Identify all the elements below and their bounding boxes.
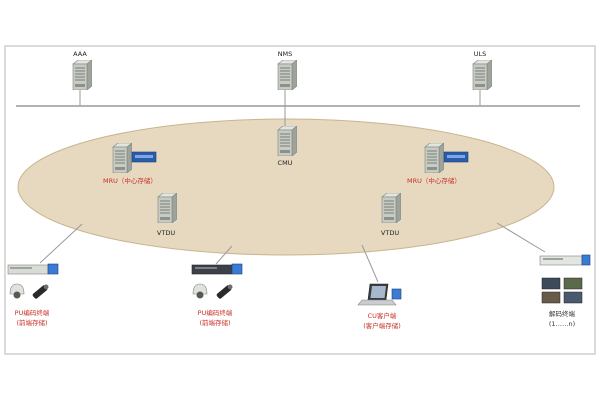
server-tower-icon	[157, 193, 177, 223]
laptop-icon	[357, 283, 402, 306]
vtdu-left-label: VTDU	[157, 229, 175, 237]
uls-server: ULS	[472, 50, 492, 90]
aaa-label: AAA	[73, 50, 87, 58]
pu-left-terminal: PU编码终端 (前端存储)	[7, 263, 59, 327]
decoder-label-line1: 解码终端	[549, 309, 576, 318]
server-storage-icon	[112, 143, 157, 173]
mru-left-server: MRU（中心存储）	[103, 143, 157, 185]
pu-middle-label-line2: (前端存储)	[199, 318, 230, 327]
server-tower-icon	[381, 193, 401, 223]
cu-client-label-line2: (客户端存储)	[363, 321, 401, 330]
link-pu-middle	[215, 245, 233, 265]
encoder-camera-icon	[7, 263, 59, 299]
cu-client-terminal: CU客户端 (客户端存储)	[357, 283, 402, 330]
decoder-label-line2: (1……n)	[549, 320, 575, 328]
diagram-frame	[4, 45, 596, 355]
server-storage-icon	[424, 143, 469, 173]
mru-right-label: MRU（中心存储）	[407, 176, 461, 185]
nms-label: NMS	[278, 50, 293, 58]
vtdu-right-server: VTDU	[381, 193, 401, 237]
link-decoder	[496, 222, 546, 253]
cu-client-label-line1: CU客户端	[368, 311, 397, 320]
pu-left-label-line1: PU编码终端	[15, 308, 50, 317]
mru-right-server: MRU（中心存储）	[407, 143, 469, 185]
server-tower-icon	[277, 60, 297, 90]
pu-middle-label-line1: PU编码终端	[198, 308, 233, 317]
cmu-server: CMU	[277, 126, 297, 167]
link-pu-left	[39, 223, 83, 264]
server-tower-icon	[472, 60, 492, 90]
server-tower-icon	[277, 126, 297, 156]
aaa-server: AAA	[72, 50, 92, 90]
link-cu-client	[361, 244, 379, 283]
nms-server: NMS	[277, 50, 297, 90]
pu-middle-terminal: PU编码终端 (前端存储)	[191, 263, 243, 327]
mru-left-label: MRU（中心存储）	[103, 176, 157, 185]
decoder-monitors-icon	[539, 254, 591, 304]
server-tower-icon	[72, 60, 92, 90]
vtdu-left-server: VTDU	[157, 193, 177, 237]
encoder-camera-icon	[191, 263, 243, 299]
decoder-terminal: 解码终端 (1……n)	[539, 254, 591, 328]
pu-left-label-line2: (前端存储)	[16, 318, 47, 327]
cmu-label: CMU	[278, 159, 293, 167]
vtdu-right-label: VTDU	[381, 229, 399, 237]
uls-label: ULS	[474, 50, 487, 58]
